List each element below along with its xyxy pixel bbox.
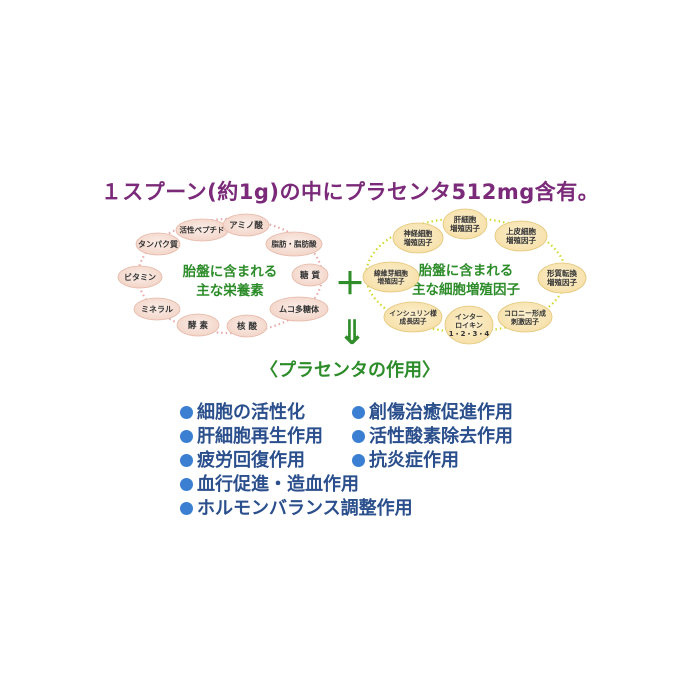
ring-node-label: ミネラル: [141, 304, 173, 314]
effect-item: 創傷治癒促進作用: [352, 398, 513, 424]
ring-node-label: 線維芽細胞: [374, 268, 408, 277]
effect-item: 細胞の活性化: [180, 398, 305, 424]
ring-node-label: 酵 素: [188, 320, 208, 331]
ring-node-label: 増殖因子: [404, 238, 433, 247]
ring-node: 酵 素: [176, 313, 220, 337]
ring-node-bubble: [444, 305, 494, 345]
bullet-icon: [352, 406, 365, 419]
ring-node-label: タンパク質: [138, 239, 178, 249]
ring-node-label: 神経細胞: [404, 229, 434, 238]
ring-node-label: 増殖因子: [506, 235, 536, 245]
effect-label: 血行促進・造血作用: [197, 474, 359, 495]
bullet-icon: [180, 430, 193, 443]
section-title: 〈プラセンタの作用〉: [260, 360, 440, 381]
bullet-icon: [352, 430, 365, 443]
bullet-icon: [352, 454, 365, 467]
ring-node: タンパク質: [135, 232, 181, 256]
ring-node: ムコ多糖体: [269, 296, 329, 322]
ring-node-bubble: [392, 222, 444, 254]
effect-item: 肝細胞再生作用: [180, 422, 323, 448]
left-ring-nodes: 活性ペプチドアミノ酸脂肪・脂肪酸糖 質ムコ多糖体核 酸 酵 素 ミネラル ビタミン タン…: [117, 213, 329, 338]
ring-node-label: インシュリン様: [389, 308, 437, 317]
right-ring: 胎盤に含まれる 主な細胞増殖因子 肝細胞増殖因子上皮細胞増殖因子形質転換増殖因子…: [362, 208, 587, 345]
effect-item: 血行促進・造血作用: [180, 470, 359, 496]
ring-node-label: 脂肪・脂肪酸: [271, 239, 317, 249]
ring-node-label: 活性ペプチド: [180, 225, 225, 235]
ring-node: 糖 質: [291, 263, 329, 287]
ring-node-bubble: [497, 301, 553, 333]
right-ring-center-line2: 主な細胞増殖因子: [412, 281, 520, 298]
ring-node-bubble: [226, 314, 268, 338]
ring-node-bubble: [117, 265, 163, 289]
down-arrow-icon: ⇓: [338, 313, 367, 353]
ring-node: ミネラル: [133, 297, 181, 321]
ring-node-bubble: [383, 301, 443, 333]
effect-label: 肝細胞再生作用: [197, 426, 323, 447]
ring-node-label: ムコ多糖体: [279, 304, 320, 314]
ring-node-bubble: [494, 220, 548, 252]
effect-label: 疲労回復作用: [197, 450, 305, 471]
bullet-icon: [180, 478, 193, 491]
effect-item: 活性酸素除去作用: [352, 422, 513, 448]
ring-node-bubble: [222, 213, 270, 237]
ring-node-bubble: [176, 313, 220, 337]
ring-node-label: 増殖因子: [377, 277, 404, 286]
ring-node-bubble: [291, 263, 329, 287]
ring-node: 脂肪・脂肪酸: [265, 231, 323, 257]
right-ring-center-line1: 胎盤に含まれる: [419, 262, 514, 279]
ring-node-bubble: [135, 232, 181, 256]
ring-node: アミノ酸: [222, 213, 270, 237]
ring-node-bubble: [133, 297, 181, 321]
effect-item: 疲労回復作用: [180, 446, 305, 472]
ring-node-bubble: [442, 208, 488, 240]
ring-node-label: 成長因子: [399, 317, 426, 326]
left-ring-center-line1: 胎盤に含まれる: [183, 263, 278, 280]
ring-node-label: ビタミン: [124, 272, 156, 282]
bullet-icon: [180, 502, 193, 515]
effect-label: 抗炎症作用: [369, 450, 459, 471]
ring-node-bubble: [265, 231, 323, 257]
ring-node-label: 増殖因子: [547, 277, 577, 287]
bullet-icon: [180, 406, 193, 419]
ring-node-label: インター: [455, 312, 483, 321]
ring-node-bubble: [362, 261, 420, 293]
effect-item: 抗炎症作用: [352, 446, 459, 472]
ring-node-label: 刺激因子: [510, 317, 539, 326]
ring-node-label: アミノ酸: [229, 220, 263, 231]
bullet-icon: [180, 454, 193, 467]
effect-label: ホルモンバランス調整作用: [197, 498, 413, 519]
headline: １スプーン(約1g)の中にプラセンタ512mg含有。: [100, 180, 600, 204]
ring-node-bubble: [269, 296, 329, 322]
ring-node: 核 酸: [226, 314, 268, 338]
ring-node-label: 上皮細胞: [506, 226, 536, 236]
ring-node-label: コロニー形成: [504, 308, 546, 317]
ring-node-label: 形質転換: [547, 268, 577, 278]
ring-node-label: 1・2・3・4: [449, 330, 490, 338]
ring-node: ビタミン: [117, 265, 163, 289]
right-ring-nodes: 肝細胞増殖因子上皮細胞増殖因子形質転換増殖因子コロニー形成刺激因子インターロイキ…: [362, 208, 587, 345]
ring-node-label: ロイキン: [455, 322, 483, 330]
effect-item: ホルモンバランス調整作用: [180, 494, 413, 520]
effect-label: 活性酸素除去作用: [369, 426, 513, 447]
ring-node-bubble: [537, 262, 587, 294]
left-ring: 胎盤に含まれる 主な栄養素 活性ペプチドアミノ酸脂肪・脂肪酸糖 質ムコ多糖体核 …: [117, 213, 329, 338]
ring-node-label: 核 酸: [237, 321, 257, 332]
effect-label: 細胞の活性化: [197, 402, 305, 423]
ring-node-label: 肝細胞: [454, 214, 477, 224]
effect-label: 創傷治癒促進作用: [369, 402, 513, 423]
ring-node-label: 増殖因子: [450, 223, 480, 233]
ring-node-label: 糖 質: [300, 270, 320, 281]
left-ring-center-line2: 主な栄養素: [196, 282, 264, 299]
plus-sign: ＋: [335, 267, 365, 302]
